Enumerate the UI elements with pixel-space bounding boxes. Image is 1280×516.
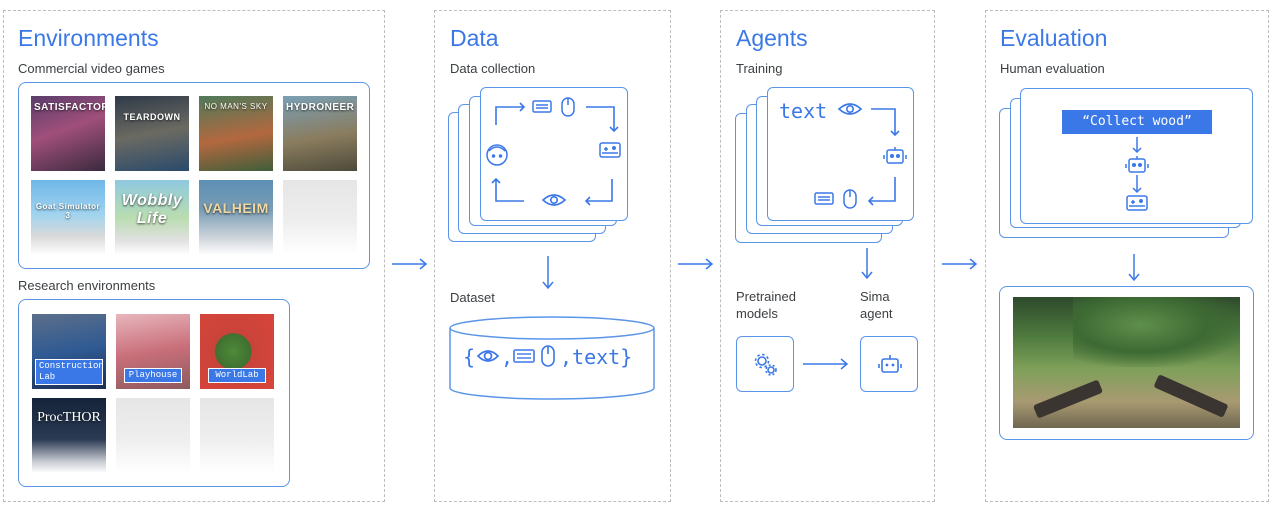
dataset-eye-icon: [476, 350, 500, 362]
human-eval-label: Human evaluation: [1000, 61, 1105, 76]
training-label: Training: [736, 61, 783, 76]
commercial-games-label: Commercial video games: [18, 61, 165, 76]
research-label-worldlab: WorldLab: [208, 368, 266, 383]
eval-flow: [1125, 137, 1149, 211]
research-thumb-worldlab: WorldLab: [200, 314, 274, 389]
collection-cycle: [486, 97, 621, 206]
screenshot-trees: [1073, 297, 1240, 367]
dataset-label: Dataset: [450, 290, 495, 305]
sima-agent-box: [860, 336, 918, 392]
research-thumb-construction-lab: Construction Lab: [32, 314, 106, 389]
pretrained-label-line2: models: [736, 306, 778, 321]
research-label-playhouse: Playhouse: [124, 368, 182, 383]
arrow-agents-to-eval: [942, 258, 978, 270]
training-eye-icon: [837, 103, 863, 115]
sima-label-line2: agent: [860, 306, 893, 321]
research-thumb-placeholder-1: [116, 398, 190, 473]
pretrained-models-box: [736, 336, 794, 392]
game-thumb-hydroneer: HYDRONEER: [283, 96, 357, 171]
instruction-chip: “Collect wood”: [1062, 110, 1212, 134]
eye-icon: [541, 194, 567, 206]
training-arrow-bottom: [867, 177, 896, 206]
dataset-keyboard-icon: [513, 349, 535, 363]
game-screenshot: [1013, 297, 1240, 428]
training-cycle: [814, 103, 907, 209]
game-label-valheim: VALHEIM: [203, 200, 269, 216]
game-label-no-mans-sky: NO MAN'S SKY: [204, 102, 268, 111]
data-panel: [434, 10, 671, 502]
arrow-collection-to-dataset: [542, 256, 554, 290]
dataset-brace-open: {: [463, 345, 476, 369]
game-thumb-wobbly-life: Wobbly Life: [115, 180, 189, 255]
mouse-icon: [561, 97, 575, 117]
training-text-token: text: [779, 99, 828, 123]
eval-arrow-1: [1132, 137, 1142, 154]
gears-icon: [754, 353, 777, 376]
training-robot-icon: [883, 147, 907, 164]
research-thumb-placeholder-2: [200, 398, 274, 473]
dataset-text-token: ,text}: [560, 345, 633, 369]
agents-title: Agents: [736, 25, 808, 51]
arrow-human-eval-to-screenshot: [1128, 254, 1140, 282]
arrow-training-to-sima: [861, 248, 873, 280]
training-arrow-top: [871, 108, 900, 137]
game-thumb-placeholder: [283, 180, 357, 255]
dataset-comma: ,: [501, 345, 514, 369]
screenshot-right-weapon: [1153, 374, 1229, 418]
research-thumb-procthor: ProcTHOR: [32, 398, 106, 473]
research-label-procthor: ProcTHOR: [37, 410, 101, 425]
research-label-construction-lab: Construction Lab: [35, 359, 104, 385]
cycle-arrow-top: [495, 102, 526, 125]
collection-card-front: [480, 87, 628, 221]
arrow-data-to-agents: [678, 258, 714, 270]
game-thumb-goat-simulator: Goat Simulator 3: [31, 180, 105, 255]
research-env-label: Research environments: [18, 278, 156, 293]
eval-arrow-2: [1132, 175, 1142, 194]
evaluation-title: Evaluation: [1000, 25, 1108, 51]
training-keyboard-icon: [814, 192, 834, 205]
environments-panel: [3, 10, 385, 502]
game-label-hydroneer: HYDRONEER: [286, 102, 355, 113]
cycle-arrow-right: [586, 106, 619, 133]
dataset-mouse-icon: [541, 345, 555, 367]
game-thumb-satisfactory: SATISFACTORY: [31, 96, 105, 171]
cycle-arrow-left: [491, 177, 524, 202]
game-label-satisfactory: SATISFACTORY: [34, 102, 105, 113]
game-thumb-teardown: TEARDOWN: [115, 96, 189, 171]
game-label-goat-simulator: Goat Simulator 3: [35, 202, 101, 220]
face-icon: [486, 144, 508, 166]
game-thumb-valheim: VALHEIM: [199, 180, 273, 255]
arrow-env-to-data: [392, 258, 428, 270]
environments-title: Environments: [18, 25, 159, 51]
eval-gamepad-icon: [1126, 195, 1148, 211]
training-mouse-icon: [843, 189, 857, 209]
eval-robot-icon: [1125, 156, 1149, 173]
gamepad-icon: [599, 142, 621, 158]
keyboard-icon: [532, 100, 552, 113]
game-label-wobbly-life: Wobbly Life: [121, 192, 183, 227]
evaluation-panel: [985, 10, 1269, 502]
data-title: Data: [450, 25, 499, 51]
game-thumb-no-mans-sky: NO MAN'S SKY: [199, 96, 273, 171]
cycle-arrow-bottom: [584, 179, 613, 206]
data-collection-label: Data collection: [450, 61, 536, 76]
agents-panel: [720, 10, 935, 502]
robot-icon: [878, 355, 902, 373]
screenshot-left-weapon: [1032, 379, 1104, 419]
pretrained-label-line1: Pretrained: [736, 289, 796, 304]
arrow-pretrained-to-sima: [803, 358, 849, 370]
game-label-teardown: TEARDOWN: [123, 112, 181, 122]
sima-label-line1: Sima: [860, 289, 890, 304]
research-thumb-playhouse: Playhouse: [116, 314, 190, 389]
